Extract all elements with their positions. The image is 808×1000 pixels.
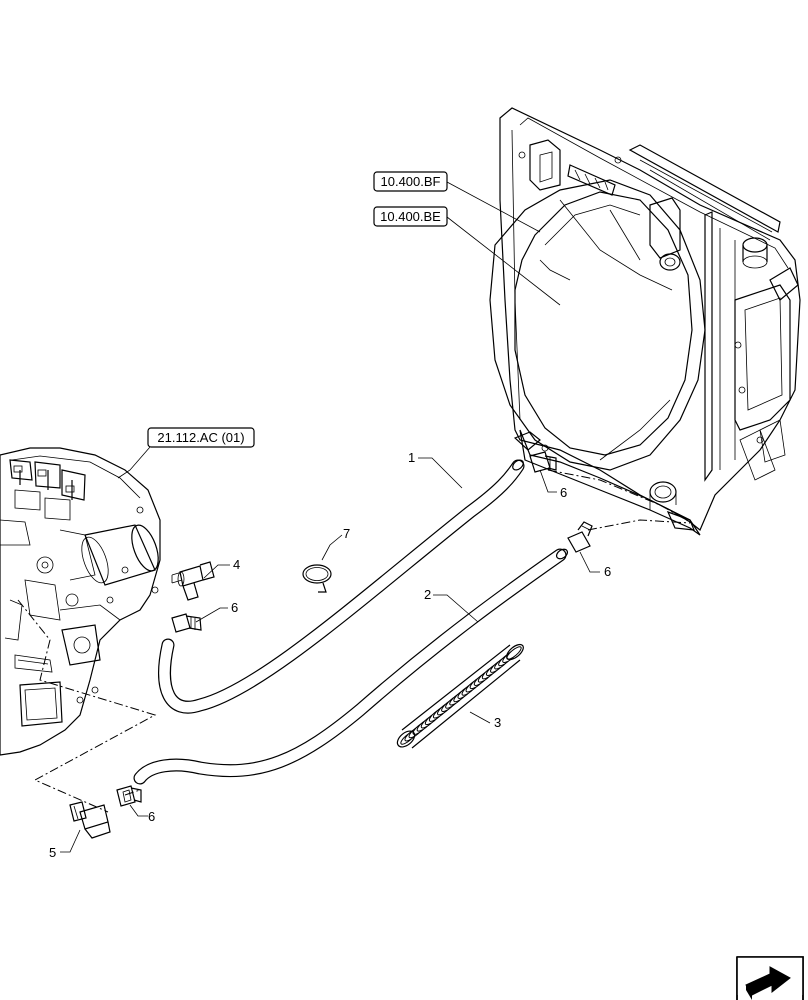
fitting-6-middle	[567, 521, 593, 553]
transmission-housing	[0, 447, 161, 756]
hose-clamp-7	[302, 564, 332, 593]
next-page-arrow-icon[interactable]	[736, 956, 804, 1000]
hose-1	[158, 459, 525, 714]
fitting-6-upper	[529, 451, 557, 473]
ref-label-transmission: 21.112.AC (01)	[157, 430, 244, 445]
ref-label-be: 10.400.BE	[380, 209, 441, 224]
routing-line-hose1	[547, 469, 691, 523]
routing-line-hose2	[587, 519, 691, 531]
callout-2: 2	[424, 587, 431, 602]
callout-6-upper: 6	[560, 485, 567, 500]
callout-6-lower: 6	[148, 809, 155, 824]
fitting-6-lower	[116, 785, 142, 807]
routing-line-lower-left	[17, 599, 157, 813]
ref-box-be[interactable]	[373, 206, 448, 227]
callout-1: 1	[408, 450, 415, 465]
callout-5: 5	[49, 845, 56, 860]
elbow-fitting-5	[69, 801, 111, 839]
protective-sleeve-3	[396, 643, 524, 749]
ref-be-leader	[446, 216, 561, 306]
ref-box-transmission[interactable]	[147, 427, 255, 448]
radiator-assembly	[489, 107, 801, 536]
callout-leaders	[60, 446, 600, 853]
ref-bf-leader	[446, 181, 541, 233]
fitting-6-left	[171, 613, 202, 633]
ref-box-bf[interactable]	[373, 171, 448, 192]
callout-7: 7	[343, 526, 350, 541]
callout-4: 4	[233, 557, 240, 572]
hose-2	[133, 548, 569, 785]
callout-6-left: 6	[231, 600, 238, 615]
tee-fitting-4	[171, 561, 215, 601]
ref-label-bf: 10.400.BF	[381, 174, 441, 189]
callout-3: 3	[494, 715, 501, 730]
callout-6-middle: 6	[604, 564, 611, 579]
